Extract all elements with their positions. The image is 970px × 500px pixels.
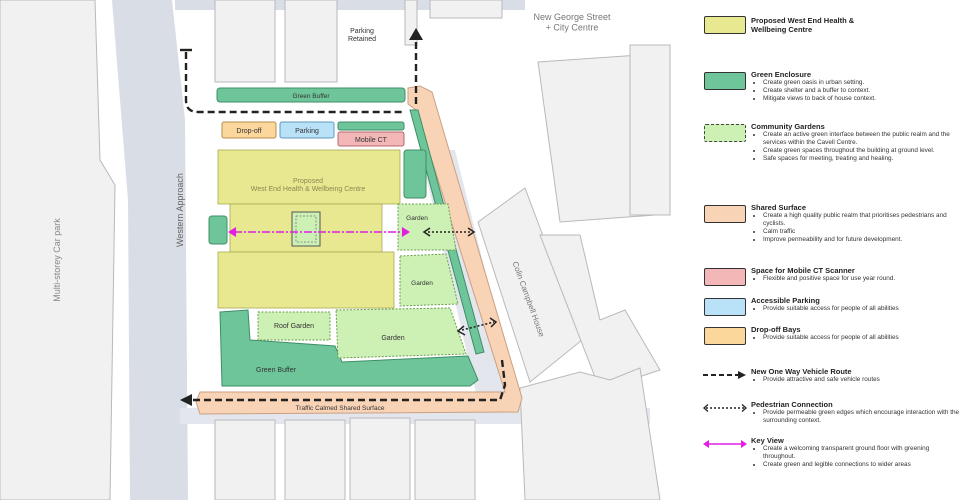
legend-bullet: Create a welcoming transparent ground fl…	[763, 445, 961, 461]
legend-pedestrian-icon	[703, 404, 747, 412]
key-view-arrow-left	[228, 227, 236, 237]
label-drop-off: Drop-off	[236, 128, 261, 135]
legend-bullets: Create green oasis in urban setting.Crea…	[751, 79, 961, 103]
building-bottom-2	[284, 419, 346, 500]
legend-bullet: Provide attractive and safe vehicle rout…	[763, 376, 961, 384]
label-garden-2: Garden	[411, 280, 433, 287]
legend-swatch	[704, 298, 746, 316]
legend-bullet: Create green spaces throughout the build…	[763, 147, 961, 155]
label-traffic-calmed: Traffic Calmed Shared Surface	[296, 405, 385, 412]
label-garden-3: Garden	[381, 335, 404, 342]
legend-bullet: Provide suitable access for people of al…	[763, 334, 961, 342]
legend-title: Proposed West End Health & Wellbeing Cen…	[751, 16, 855, 34]
legend-bullet: Create green and legible connections to …	[763, 461, 961, 469]
legend-bullet: Create shelter and a buffer to context.	[763, 87, 961, 95]
legend-bullet: Create an active green interface between…	[763, 131, 961, 147]
green-enclosure-left	[208, 215, 228, 245]
building-bottom-4	[414, 419, 476, 500]
legend-title: Community Gardens	[751, 122, 825, 131]
legend-bullets: Provide suitable access for people of al…	[751, 305, 961, 313]
legend-title: Drop-off Bays	[751, 325, 801, 334]
building-bottom-3	[349, 417, 411, 500]
legend-swatch	[704, 72, 746, 90]
legend-bullets: Create a welcoming transparent ground fl…	[751, 445, 961, 469]
legend-vehicle-icon	[703, 371, 746, 379]
label-mobile-ct: Mobile CT	[355, 137, 388, 144]
legend-bullet: Provide permeable green edges which enco…	[763, 409, 961, 425]
legend-bullet: Mitigate views to back of house context.	[763, 95, 961, 103]
building-multi-storey	[0, 0, 116, 500]
garden-3-area	[335, 307, 467, 359]
proposed-building-south	[217, 251, 395, 309]
courtyard-garden	[291, 211, 321, 247]
legend-bullet: Create a high quality public realm that …	[763, 212, 961, 228]
building-right-top-2	[629, 44, 671, 216]
legend-bullets: Create a high quality public realm that …	[751, 212, 961, 244]
label-western-approach: Western Approach	[175, 173, 185, 247]
vehicle-route-lines	[184, 40, 507, 402]
road-western-approach	[112, 0, 188, 500]
label-parking: Parking	[295, 128, 319, 135]
garden-2-area	[399, 253, 459, 307]
legend-title: Accessible Parking	[751, 296, 820, 305]
building-top-mid	[284, 0, 338, 83]
legend-bullet: Create green oasis in urban setting.	[763, 79, 961, 87]
label-green-buffer-top: Green Buffer	[292, 93, 330, 100]
legend-swatch	[704, 205, 746, 223]
legend-bullets: Create an active green interface between…	[751, 131, 961, 163]
legend-bullet: Calm traffic	[763, 228, 961, 236]
building-top-left	[214, 0, 276, 83]
label-multi-storey: Multi-storey Car park	[52, 218, 62, 302]
legend-title: Key View	[751, 436, 784, 445]
building-bottom-1	[214, 419, 276, 500]
road-top	[175, 0, 525, 10]
legend-title: Green Enclosure	[751, 70, 812, 79]
legend-bullets: Provide attractive and safe vehicle rout…	[751, 376, 961, 384]
green-buffer-top	[216, 87, 406, 103]
arrow-west	[180, 394, 192, 406]
drop-off-bay	[221, 121, 277, 139]
roof-garden-area	[257, 311, 331, 341]
legend-swatch	[704, 124, 746, 142]
legend-bullets: Provide suitable access for people of al…	[751, 334, 961, 342]
building-top-far	[429, 0, 503, 19]
building-bottom-right	[519, 367, 661, 500]
accessible-parking-bay	[279, 121, 335, 139]
label-new-george-street: New George Street+ City Centre	[533, 12, 611, 32]
legend-title: Space for Mobile CT Scanner	[751, 266, 855, 275]
green-buffer-bottom	[219, 309, 479, 387]
legend-bullets: Flexible and positive space for use year…	[751, 275, 961, 283]
legend-title: Pedestrian Connection	[751, 400, 833, 409]
mobile-ct-bay	[337, 131, 405, 147]
label-garden-1: Garden	[406, 215, 428, 222]
legend-bullet: Flexible and positive space for use year…	[763, 275, 961, 283]
pedestrian-lines	[428, 231, 495, 331]
key-view-arrow-right	[402, 227, 410, 237]
legend-bullet: Provide suitable access for people of al…	[763, 305, 961, 313]
green-strip-top-right	[337, 121, 405, 131]
label-green-buffer-bottom: Green Buffer	[256, 367, 297, 374]
legend-swatch	[704, 268, 746, 286]
arrow-north	[409, 28, 423, 40]
legend-title: Shared Surface	[751, 203, 807, 212]
legend-bullet: Improve permeability and for future deve…	[763, 236, 961, 244]
legend-swatch	[704, 327, 746, 345]
garden-1-area	[397, 203, 457, 251]
label-roof-garden: Roof Garden	[274, 323, 314, 330]
legend-bullet: Safe spaces for meeting, treating and he…	[763, 155, 961, 163]
proposed-building-north	[217, 149, 401, 205]
legend-title: New One Way Vehicle Route	[751, 367, 852, 376]
legend: Proposed West End Health & Wellbeing Cen…	[700, 0, 970, 500]
legend-keyview-icon	[703, 440, 747, 448]
legend-swatch	[704, 16, 746, 34]
green-enclosure-small	[403, 149, 427, 199]
legend-bullets: Provide permeable green edges which enco…	[751, 409, 961, 425]
shared-surface	[195, 85, 523, 415]
